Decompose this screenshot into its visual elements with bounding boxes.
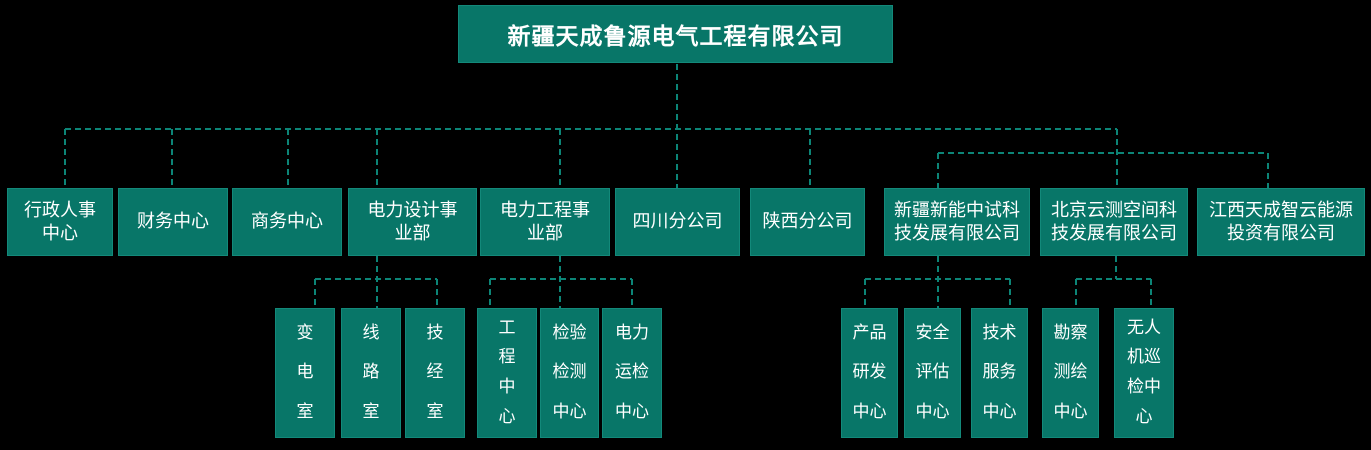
box-survey-mapping-center: 勘察 测绘 中心 (1042, 308, 1099, 438)
box-beijing-yunce-subsidiary: 北京云测空间科 技发展有限公司 (1040, 188, 1188, 256)
box-label: 检验 检测 中心 (552, 323, 587, 422)
box-power-design-division: 电力设计事 业部 (348, 188, 477, 256)
box-label: 江西天成智云能源 投资有限公司 (1209, 199, 1353, 244)
box-product-rd-center: 产品 研发 中心 (841, 308, 898, 438)
box-label: 电力工程事 业部 (500, 199, 590, 244)
box-engineering-center: 工 程 中 心 (477, 308, 537, 438)
box-label: 工 程 中 心 (498, 317, 516, 427)
box-label: 安全 评估 中心 (915, 323, 950, 422)
box-label: 新疆新能中试科 技发展有限公司 (894, 199, 1020, 244)
box-label: 行政人事 中心 (24, 199, 96, 244)
box-technical-service-center: 技术 服务 中心 (971, 308, 1028, 438)
box-label: 电力设计事 业部 (367, 199, 458, 244)
box-finance-center: 财务中心 (118, 188, 228, 256)
box-xinjiang-xinneng-subsidiary: 新疆新能中试科 技发展有限公司 (884, 188, 1030, 256)
box-label: 四川分公司 (632, 211, 723, 233)
box-tech-economy-office: 技 经 室 (405, 308, 465, 438)
box-power-engineering-division: 电力工程事 业部 (480, 188, 610, 256)
box-shaanxi-branch: 陕西分公司 (750, 188, 865, 256)
box-label: 勘察 测绘 中心 (1053, 323, 1088, 422)
box-label: 北京云测空间科 技发展有限公司 (1051, 199, 1177, 244)
root-company-box: 新疆天成鲁源电气工程有限公司 (458, 5, 893, 63)
box-label: 陕西分公司 (762, 211, 853, 233)
box-safety-assessment-center: 安全 评估 中心 (904, 308, 961, 438)
box-label: 财务中心 (137, 211, 209, 233)
box-label: 产品 研发 中心 (852, 323, 887, 422)
box-label: 技术 服务 中心 (982, 323, 1017, 422)
box-uav-inspection-center: 无人 机巡 检中 心 (1114, 308, 1174, 438)
box-business-center: 商务中心 (232, 188, 342, 256)
box-label: 电力 运检 中心 (615, 323, 649, 422)
box-sichuan-branch: 四川分公司 (615, 188, 740, 256)
box-label: 商务中心 (251, 211, 323, 233)
box-power-maintenance-center: 电力 运检 中心 (602, 308, 662, 438)
box-substation-office: 变 电 室 (275, 308, 335, 438)
box-admin-hr-center: 行政人事 中心 (7, 188, 113, 256)
box-label: 无人 机巡 检中 心 (1127, 317, 1161, 427)
root-company-label: 新疆天成鲁源电气工程有限公司 (507, 24, 844, 50)
box-inspection-testing-center: 检验 检测 中心 (540, 308, 599, 438)
box-jiangxi-tiancheng-subsidiary: 江西天成智云能源 投资有限公司 (1197, 188, 1365, 256)
box-label: 技 经 室 (426, 323, 444, 422)
box-line-office: 线 路 室 (341, 308, 401, 438)
box-label: 变 电 室 (296, 323, 314, 422)
box-label: 线 路 室 (362, 323, 380, 422)
